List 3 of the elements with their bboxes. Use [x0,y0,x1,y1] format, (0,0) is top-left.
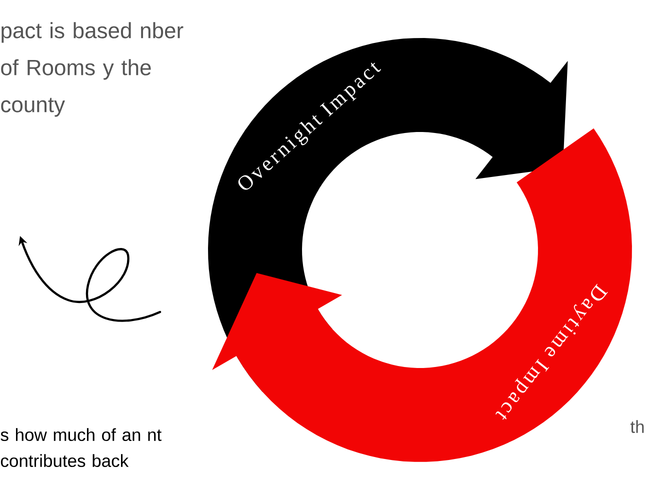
paragraph: th [630,420,644,434]
paragraph: s how much of an nt contributes back [0,428,162,468]
paragraph: pact is based nber of Rooms y the county [1,22,184,117]
